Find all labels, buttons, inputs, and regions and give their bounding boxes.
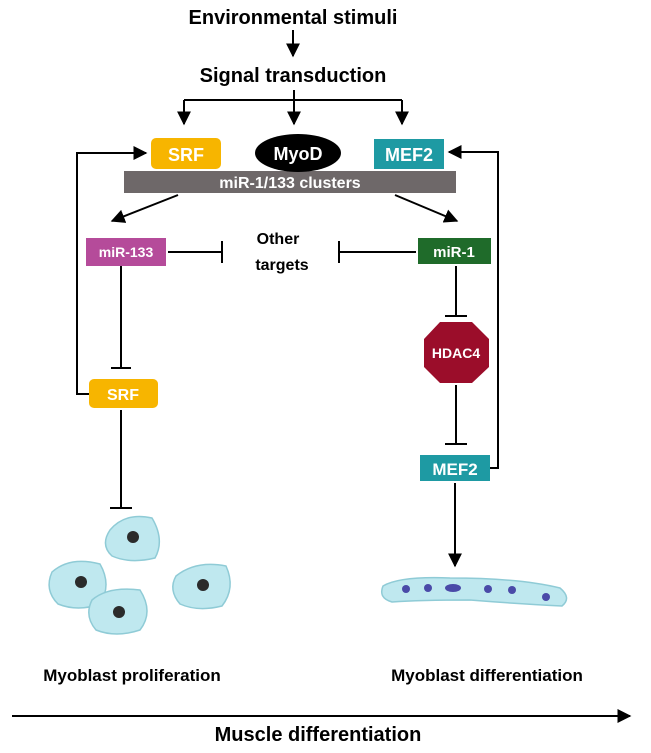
muscle-differentiation-label: Muscle differentiation (215, 724, 422, 746)
srf-top-box (151, 138, 221, 169)
srf-top-label: SRF (168, 145, 204, 165)
mef2-top-label: MEF2 (385, 145, 433, 165)
mef2-top-box (374, 139, 444, 169)
myotube-nucleus (508, 586, 516, 594)
mir133-box (86, 238, 166, 266)
myoblast-nucleus (197, 579, 209, 591)
hdac4-label: HDAC4 (432, 345, 480, 361)
myotube-nucleus (484, 585, 492, 593)
arrow-cluster-to-mir1 (394, 194, 459, 223)
mir133-label: miR-133 (99, 244, 154, 260)
srf-lower-box (89, 379, 158, 408)
mir1-label: miR-1 (433, 244, 475, 261)
mef2-lower-label: MEF2 (432, 460, 477, 479)
myotube-body (380, 576, 568, 607)
myotube-nucleus (402, 585, 410, 593)
outcome-proliferation: Myoblast proliferation (43, 666, 221, 685)
signal-transduction-label: Signal transduction (200, 65, 387, 87)
mir-cluster-bar (124, 171, 456, 193)
myoblast-nucleus (127, 531, 139, 543)
arrow-cluster-to-mir133 (110, 194, 179, 223)
myoblast-nucleus (75, 576, 87, 588)
myoblast-cells (48, 515, 231, 635)
mir-cluster-label: miR-1/133 clusters (219, 175, 361, 192)
mir1-box (418, 238, 491, 264)
myoblast-nucleus (113, 606, 125, 618)
other-targets-line1: Other (257, 231, 300, 248)
myotube-nucleus (542, 593, 550, 601)
outcome-differentiation: Myoblast differentiation (391, 666, 583, 685)
myotube-nucleus (424, 584, 432, 592)
myod-ellipse (255, 134, 341, 172)
mef2-lower-box (420, 455, 490, 481)
myotube-nucleus (445, 584, 461, 592)
myod-label: MyoD (274, 144, 323, 164)
srf-feedback-arrow (76, 146, 148, 395)
other-targets-line2: targets (255, 257, 308, 274)
myotube (380, 576, 568, 607)
hdac4-octagon (424, 322, 489, 383)
title-environmental-stimuli: Environmental stimuli (189, 7, 398, 29)
srf-lower-label: SRF (107, 387, 139, 404)
mef2-feedback-arrow (447, 145, 499, 469)
